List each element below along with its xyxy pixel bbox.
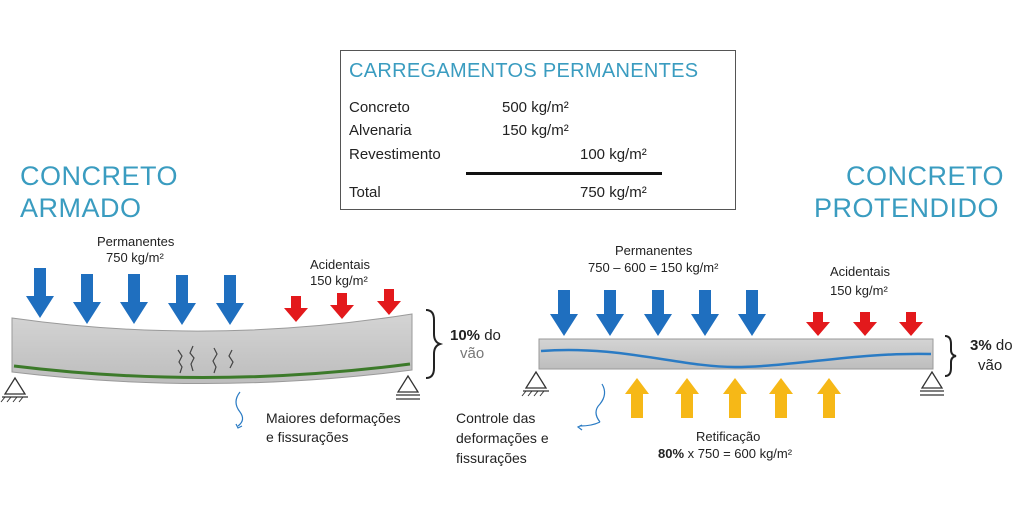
- right-acidentais-label: Acidentais: [830, 264, 890, 279]
- left-deflection-pct: 10%: [450, 327, 481, 344]
- row-revestimento-label: Revestimento: [349, 146, 441, 163]
- left-acidentais-label: Acidentais: [310, 257, 370, 272]
- left-acidentais-value: 150 kg/m²: [310, 273, 368, 288]
- up-arrow-icon: [723, 378, 747, 418]
- left-permanent-arrows: [26, 268, 244, 325]
- row-concreto-value: 500 kg/m²: [502, 99, 569, 116]
- row-revestimento-value: 100 kg/m²: [580, 146, 647, 163]
- down-arrow-icon: [806, 312, 830, 336]
- left-support-roller: [396, 374, 420, 400]
- up-arrow-icon: [675, 378, 699, 418]
- loads-table-box: [340, 50, 736, 210]
- down-arrow-icon: [26, 268, 54, 318]
- left-deflection-rest: do: [484, 327, 501, 344]
- left-deflection-line2: vão: [460, 345, 485, 362]
- right-title-line2: PROTENDIDO: [814, 193, 1000, 223]
- row-total-label: Total: [349, 184, 381, 201]
- up-arrow-icon: [769, 378, 793, 418]
- down-arrow-icon: [284, 296, 308, 322]
- down-arrow-icon: [899, 312, 923, 336]
- right-tendon: [540, 348, 932, 369]
- left-beam: [11, 313, 413, 385]
- row-concreto-label: Concreto: [349, 99, 410, 116]
- down-arrow-icon: [330, 293, 354, 319]
- right-retificacao-label: Retificação: [696, 429, 761, 444]
- down-arrow-icon: [550, 290, 578, 336]
- left-deflection-label: 10% do: [450, 327, 501, 344]
- right-deflection-brace: [944, 335, 957, 377]
- down-arrow-icon: [691, 290, 719, 336]
- right-deflection-rest: do: [995, 337, 1013, 354]
- row-total-value: 750 kg/m²: [580, 184, 647, 201]
- right-deflection-label: 3% do: [970, 337, 1013, 354]
- left-rebar: [13, 362, 411, 379]
- left-note-line1: Maiores deformações: [266, 410, 401, 426]
- right-permanentes-label: Permanentes: [615, 243, 693, 258]
- down-arrow-icon: [168, 275, 196, 325]
- right-accidental-arrows: [806, 312, 923, 336]
- right-deflection-pct: 3%: [970, 337, 992, 354]
- right-note-line3: fissurações: [456, 450, 527, 466]
- left-title-line2: ARMADO: [20, 193, 142, 223]
- down-arrow-icon: [853, 312, 877, 336]
- right-permanent-arrows: [550, 290, 766, 336]
- left-note-line2: e fissurações: [266, 429, 349, 445]
- right-retificacao-rest: x 750 = 600 kg/m²: [687, 446, 793, 461]
- right-beam: [538, 338, 934, 370]
- right-acidentais-value: 150 kg/m²: [830, 283, 888, 298]
- right-support-pin: [521, 370, 549, 397]
- right-deflection-line2: vão: [978, 357, 1003, 374]
- right-retificacao-value: 80% x 750 = 600 kg/m²: [658, 446, 792, 462]
- down-arrow-icon: [596, 290, 624, 336]
- loads-table-title: CARREGAMENTOS PERMANENTES: [349, 60, 699, 82]
- left-permanentes-value: 750 kg/m²: [106, 250, 164, 265]
- down-arrow-icon: [377, 289, 401, 315]
- right-retificacao-pct: 80%: [658, 446, 685, 461]
- left-accidental-arrows: [284, 289, 401, 322]
- right-retification-arrows: [625, 378, 841, 418]
- left-note-pointer: [235, 391, 244, 427]
- right-support-roller: [920, 370, 944, 396]
- right-note-line2: deformações e: [456, 430, 549, 446]
- row-alvenaria-label: Alvenaria: [349, 122, 412, 139]
- down-arrow-icon: [73, 274, 101, 324]
- row-alvenaria-value: 150 kg/m²: [502, 122, 569, 139]
- right-note-pointer: [595, 383, 606, 423]
- left-deflection-brace: [425, 309, 444, 379]
- up-arrow-icon: [817, 378, 841, 418]
- left-title-line1: CONCRETO: [20, 161, 179, 191]
- right-note-line1: Controle das: [456, 410, 536, 426]
- total-divider: [466, 172, 662, 175]
- down-arrow-icon: [216, 275, 244, 325]
- right-title-line1: CONCRETO: [846, 161, 1005, 191]
- down-arrow-icon: [738, 290, 766, 336]
- left-permanentes-label: Permanentes: [97, 234, 175, 249]
- left-cracks: [177, 345, 234, 374]
- right-permanentes-value: 750 – 600 = 150 kg/m²: [588, 260, 719, 275]
- down-arrow-icon: [644, 290, 672, 336]
- up-arrow-icon: [625, 378, 649, 418]
- down-arrow-icon: [120, 274, 148, 324]
- left-support-pin: [0, 376, 28, 403]
